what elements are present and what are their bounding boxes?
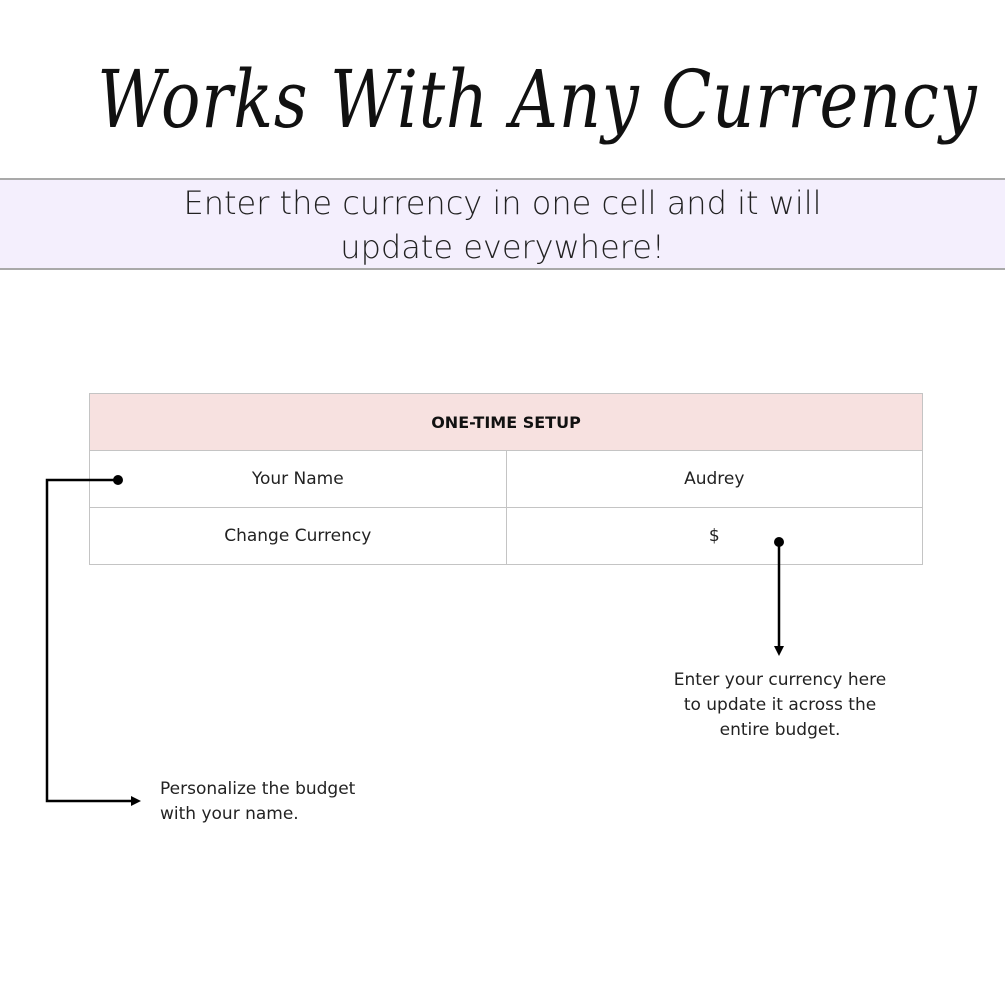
note-line: entire budget. <box>719 720 841 740</box>
currency-note: Enter your currency here to update it ac… <box>630 668 930 743</box>
note-line: Personalize the budget <box>160 779 356 799</box>
name-value-cell[interactable]: Audrey <box>505 450 923 508</box>
note-line: Enter your currency here <box>673 670 887 690</box>
note-line: with your name. <box>160 804 299 824</box>
name-arrow-icon <box>45 475 141 806</box>
currency-label: Change Currency <box>89 507 507 565</box>
table-row: Change Currency $ <box>89 507 923 565</box>
currency-arrow-icon <box>774 537 784 656</box>
name-note: Personalize the budget with your name. <box>160 777 355 827</box>
page-title: Works With Any Currency <box>97 53 978 146</box>
page-title-container: Works With Any Currency <box>0 50 1005 160</box>
subtitle-banner: Enter the currency in one cell and it wi… <box>0 178 1005 270</box>
banner-line-2: update everywhere! <box>340 228 665 266</box>
banner-line-1: Enter the currency in one cell and it wi… <box>183 184 822 222</box>
setup-table: ONE-TIME SETUP Your Name Audrey Change C… <box>89 393 923 565</box>
note-line: to update it across the <box>683 695 877 715</box>
currency-value-cell[interactable]: $ <box>505 507 923 565</box>
